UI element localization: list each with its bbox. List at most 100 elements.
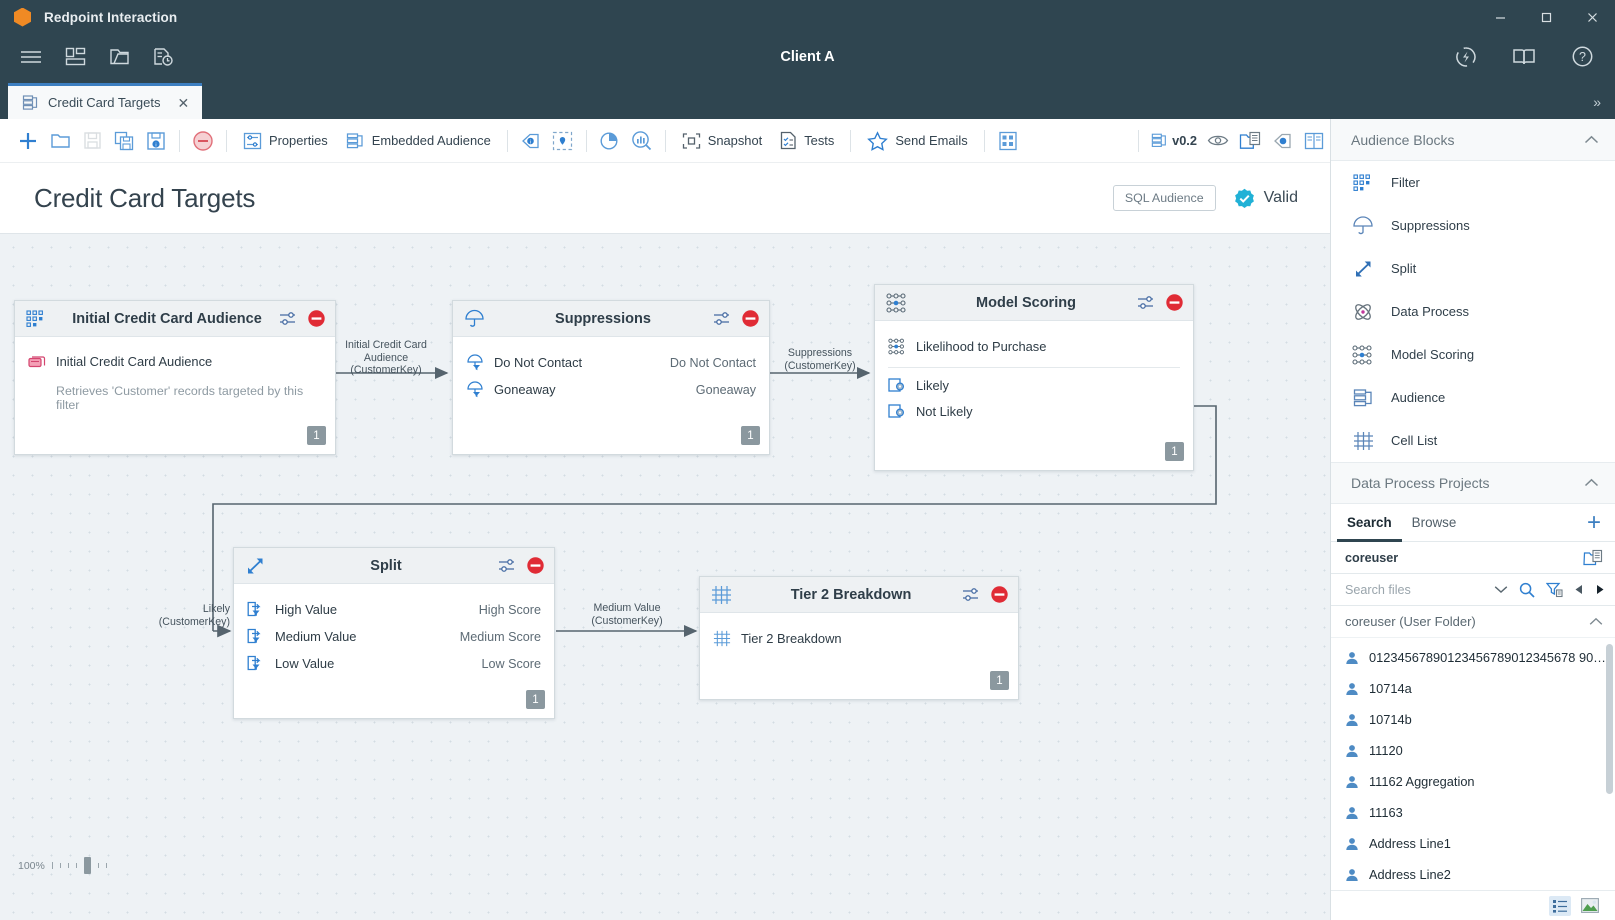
sidebar-item-suppressions[interactable]: Suppressions xyxy=(1331,204,1615,247)
collapse-caret-icon[interactable] xyxy=(1584,478,1599,488)
delete-button[interactable] xyxy=(187,125,219,157)
node-delete-icon[interactable] xyxy=(307,309,326,328)
file-search-bar[interactable]: Search files xyxy=(1331,574,1615,606)
zoom-control[interactable]: 100% xyxy=(18,857,107,874)
audience-blocks-header[interactable]: Audience Blocks xyxy=(1331,119,1615,161)
node-row[interactable]: Likely xyxy=(888,372,1180,398)
flow-canvas[interactable]: Initial Credit Card Audience xyxy=(0,233,1330,920)
list-item[interactable]: 01234567890123456789012345678 90… xyxy=(1331,642,1615,673)
maximize-button[interactable] xyxy=(1523,0,1569,34)
sidebar-item-split[interactable]: Split xyxy=(1331,247,1615,290)
node-delete-icon[interactable] xyxy=(1165,293,1184,312)
next-arrow-icon[interactable] xyxy=(1595,584,1605,595)
tag-info-button[interactable]: i xyxy=(515,125,547,157)
file-list[interactable]: 01234567890123456789012345678 90… 10714a… xyxy=(1331,638,1615,890)
version-indicator[interactable]: v0.2 xyxy=(1146,125,1202,157)
search-icon[interactable] xyxy=(1519,582,1535,598)
node-settings-icon[interactable] xyxy=(713,310,732,327)
add-button[interactable] xyxy=(12,125,44,157)
node-row[interactable]: High Value High Score xyxy=(247,596,541,623)
node-row[interactable]: Not Likely xyxy=(888,398,1180,424)
data-process-projects-header[interactable]: Data Process Projects xyxy=(1331,462,1615,504)
search-input[interactable]: Search files xyxy=(1345,582,1411,597)
prev-arrow-icon[interactable] xyxy=(1574,584,1584,595)
tag-user-button[interactable] xyxy=(1266,125,1298,157)
tab-close-icon[interactable]: ✕ xyxy=(177,94,190,111)
copy-folder-icon[interactable] xyxy=(1583,549,1603,567)
pie-chart-button[interactable] xyxy=(594,125,626,157)
node-row[interactable]: Goneaway Goneaway xyxy=(466,376,756,403)
preview-button[interactable] xyxy=(1202,125,1234,157)
book-view-button[interactable] xyxy=(1298,125,1330,157)
properties-button[interactable]: Properties xyxy=(234,125,337,157)
node-row[interactable]: Initial Credit Card Audience xyxy=(28,349,322,374)
node-settings-icon[interactable] xyxy=(279,310,298,327)
save-button[interactable] xyxy=(76,125,108,157)
hamburger-menu-icon[interactable] xyxy=(12,42,50,72)
node-delete-icon[interactable] xyxy=(526,556,545,575)
close-button[interactable] xyxy=(1569,0,1615,34)
node-model-row[interactable]: Likelihood to Purchase xyxy=(888,333,1180,360)
folder-doc-icon[interactable] xyxy=(100,42,138,72)
doc-clock-icon[interactable] xyxy=(144,42,182,72)
list-item[interactable]: Address Line2 xyxy=(1331,859,1615,890)
node-row[interactable]: Tier 2 Breakdown xyxy=(713,625,1005,652)
node-delete-icon[interactable] xyxy=(990,585,1009,604)
save-copy-button[interactable] xyxy=(108,125,140,157)
node-tier-2-breakdown[interactable]: Tier 2 Breakdown Tier xyxy=(699,576,1019,700)
node-settings-icon[interactable] xyxy=(1137,294,1156,311)
node-header[interactable]: Initial Credit Card Audience xyxy=(15,301,335,337)
node-delete-icon[interactable] xyxy=(741,309,760,328)
sidebar-scrollbar[interactable] xyxy=(1606,644,1613,794)
filter-funnel-icon[interactable] xyxy=(1546,582,1563,598)
node-split[interactable]: Split High Value xyxy=(233,547,555,719)
sidebar-item-model-scoring[interactable]: Model Scoring xyxy=(1331,333,1615,376)
sidebar-item-cell-list[interactable]: Cell List xyxy=(1331,419,1615,462)
copy-folder-button[interactable] xyxy=(1234,125,1266,157)
overflow-chevrons-icon[interactable]: » xyxy=(1593,94,1601,110)
audience-type-badge[interactable]: SQL Audience xyxy=(1112,185,1216,211)
layout-icon[interactable] xyxy=(56,42,94,72)
collapse-caret-icon[interactable] xyxy=(1584,135,1599,145)
locate-button[interactable] xyxy=(547,125,579,157)
node-settings-icon[interactable] xyxy=(962,586,981,603)
save-version-button[interactable]: i xyxy=(140,125,172,157)
list-item[interactable]: 10714a xyxy=(1331,673,1615,704)
help-icon[interactable]: ? xyxy=(1563,42,1601,72)
node-header[interactable]: Suppressions xyxy=(453,301,769,337)
node-header[interactable]: Tier 2 Breakdown xyxy=(700,577,1018,613)
image-view-icon[interactable] xyxy=(1579,896,1601,916)
tab-search[interactable]: Search xyxy=(1337,504,1402,542)
chevron-down-icon[interactable] xyxy=(1494,585,1508,594)
collapse-caret-icon[interactable] xyxy=(1589,617,1603,626)
book-icon[interactable] xyxy=(1505,42,1543,72)
sidebar-item-data-process[interactable]: Data Process xyxy=(1331,290,1615,333)
add-project-button[interactable]: + xyxy=(1586,508,1601,536)
list-view-icon[interactable] xyxy=(1549,895,1571,916)
list-item[interactable]: 11163 xyxy=(1331,797,1615,828)
node-initial-credit-card-audience[interactable]: Initial Credit Card Audience xyxy=(14,300,336,455)
node-header[interactable]: Model Scoring xyxy=(875,285,1193,321)
list-item[interactable]: Address Line1 xyxy=(1331,828,1615,859)
lightning-icon[interactable] xyxy=(1447,42,1485,72)
list-item[interactable]: 11120 xyxy=(1331,735,1615,766)
list-item[interactable]: 11162 Aggregation xyxy=(1331,766,1615,797)
list-item[interactable]: 10714b xyxy=(1331,704,1615,735)
zoom-slider-thumb[interactable] xyxy=(83,857,91,874)
snapshot-button[interactable]: Snapshot xyxy=(673,125,771,157)
minimize-button[interactable] xyxy=(1477,0,1523,34)
node-header[interactable]: Split xyxy=(234,548,554,584)
node-row[interactable]: Medium Value Medium Score xyxy=(247,623,541,650)
chart-search-button[interactable] xyxy=(626,125,658,157)
tests-button[interactable]: Tests xyxy=(771,125,843,157)
node-row[interactable]: Low Value Low Score xyxy=(247,650,541,677)
node-model-scoring[interactable]: Model Scoring Likeliho xyxy=(874,284,1194,471)
sidebar-item-filter[interactable]: Filter xyxy=(1331,161,1615,204)
open-button[interactable] xyxy=(44,125,76,157)
node-row[interactable]: Do Not Contact Do Not Contact xyxy=(466,349,756,376)
node-suppressions[interactable]: Suppressions Do Not Co xyxy=(452,300,770,455)
sidebar-item-audience[interactable]: Audience xyxy=(1331,376,1615,419)
node-settings-icon[interactable] xyxy=(498,557,517,574)
user-folder-row[interactable]: coreuser (User Folder) xyxy=(1331,606,1615,638)
send-emails-button[interactable]: Send Emails xyxy=(858,125,976,157)
